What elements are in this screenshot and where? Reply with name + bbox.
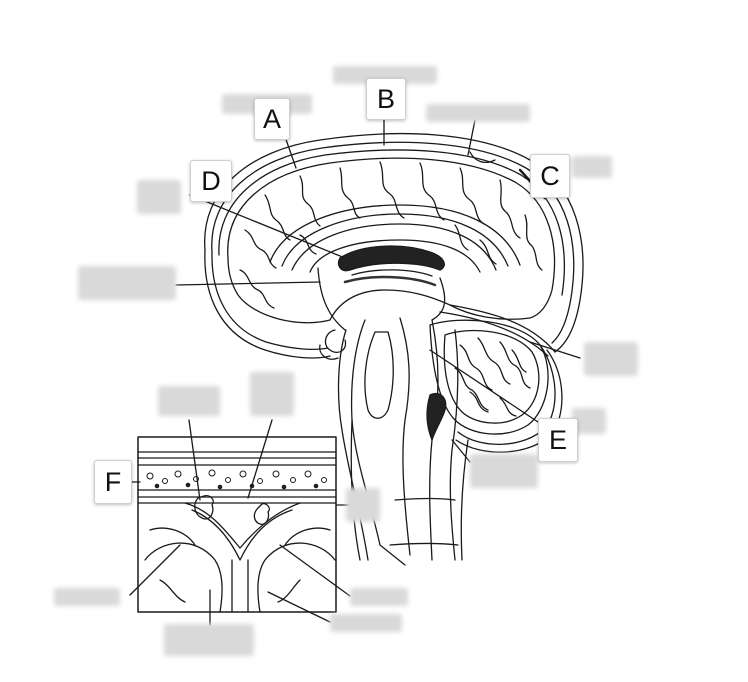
blurred-label-16 [164, 624, 254, 656]
leader-line-other2 [529, 341, 581, 359]
label-c-text: C [540, 160, 560, 191]
leader-line-e [429, 349, 551, 431]
label-d-text: D [201, 165, 221, 196]
scalp-outline [204, 132, 584, 353]
blurred-label-15 [330, 614, 402, 632]
inset-frame [137, 436, 337, 613]
label-f-text: F [104, 466, 122, 497]
blurred-label-7 [584, 342, 638, 376]
corpus-callosum [269, 204, 521, 266]
blurred-label-12 [346, 488, 380, 522]
blurred-label-3 [426, 104, 530, 122]
label-box-b[interactable]: B [366, 78, 406, 120]
cortex-outline [227, 157, 556, 324]
leader-line-other1 [175, 281, 321, 286]
dura-outline [211, 141, 575, 344]
label-box-c[interactable]: C [530, 154, 570, 198]
blurred-label-9 [470, 454, 538, 488]
leader-line-other4 [467, 119, 476, 156]
blurred-label-13 [54, 588, 120, 606]
label-box-e[interactable]: E [538, 418, 578, 462]
leader-line-d [189, 194, 346, 259]
blurred-label-11 [158, 386, 220, 416]
label-b-text: B [376, 83, 395, 114]
blurred-label-5 [137, 180, 181, 214]
leader-line-other3 [451, 439, 471, 463]
label-box-d[interactable]: D [190, 160, 232, 202]
label-e-text: E [548, 424, 567, 455]
label-box-a[interactable]: A [254, 98, 290, 140]
label-a-text: A [262, 103, 281, 134]
blurred-label-1 [333, 66, 437, 84]
label-box-f[interactable]: F [94, 460, 132, 504]
blurred-label-10 [250, 372, 294, 416]
blurred-label-4 [572, 156, 612, 178]
blurred-label-6 [78, 266, 176, 300]
blurred-label-14 [350, 588, 408, 606]
